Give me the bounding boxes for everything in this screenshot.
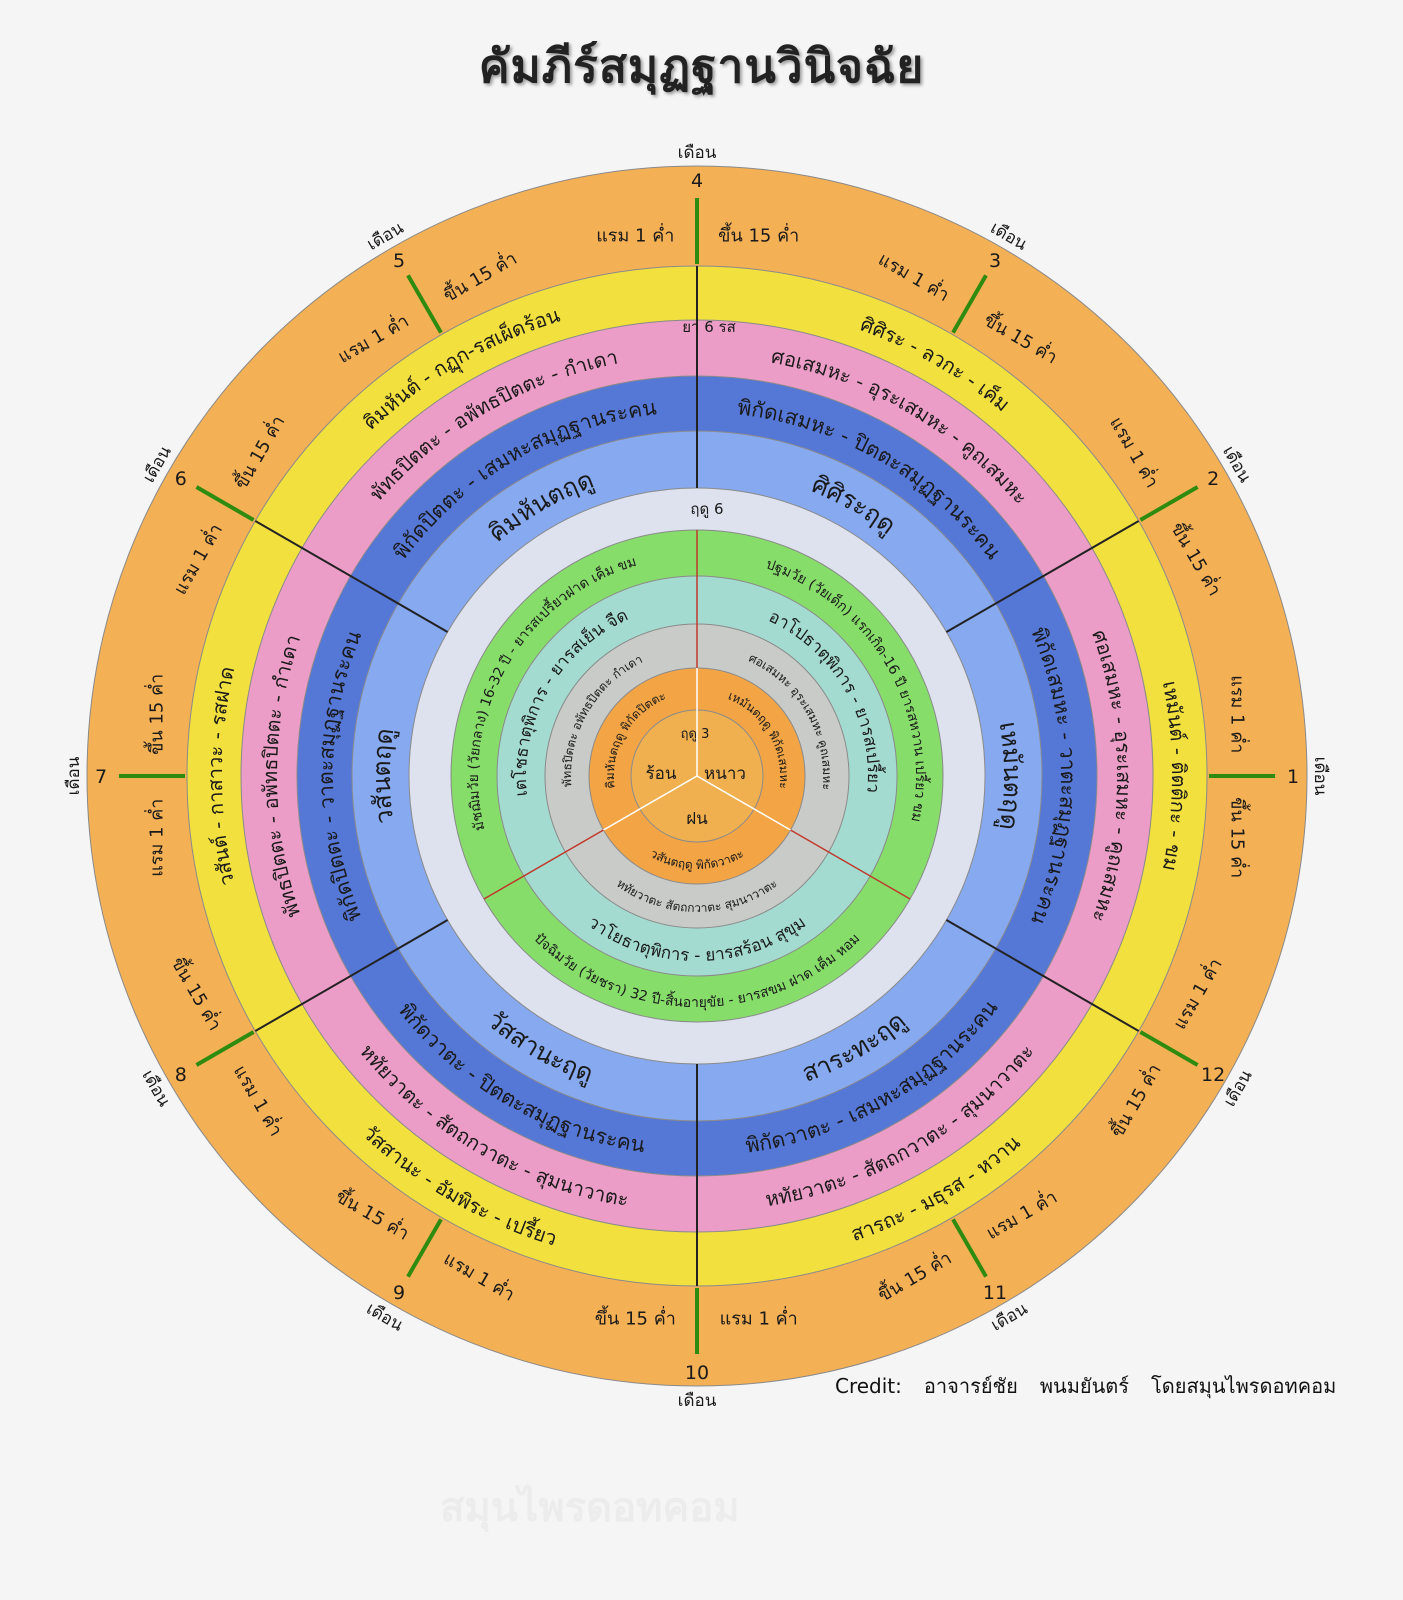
month-tick — [951, 274, 988, 334]
credit-surname: พนมยันตร์ — [1039, 1374, 1130, 1398]
month-number: 3 — [989, 250, 1001, 272]
month-wane-label: แรม 1 ค่ำ — [144, 799, 168, 877]
six-sector-divider — [945, 919, 1140, 1032]
core-divider — [696, 775, 791, 831]
three-sector-divider — [790, 829, 911, 900]
six-sector-divider — [945, 520, 1140, 633]
month-tick — [406, 1218, 443, 1278]
month-wax-label: ขึ้น 15 ค่ำ — [718, 223, 799, 247]
month-number: 12 — [1201, 1064, 1225, 1086]
month-number: 9 — [393, 1282, 405, 1304]
month-number: 1 — [1287, 766, 1299, 788]
month-tick — [406, 274, 443, 334]
season-label: วสันตฤดู — [367, 726, 401, 825]
month-wax-label: ขึ้น 15 ค่ำ — [595, 1305, 676, 1329]
month-wax-label: ขึ้น 15 ค่ำ — [1226, 797, 1250, 878]
month-number: 8 — [175, 1064, 187, 1086]
credit-line: Credit: อาจารย์ชัย พนมยันตร์ โดยสมุนไพรดอทค… — [835, 1370, 1358, 1402]
month-number: 4 — [691, 170, 703, 192]
credit-author: อาจารย์ชัย — [923, 1374, 1018, 1398]
month-tick — [1139, 1030, 1199, 1067]
three-sector-divider — [483, 829, 604, 900]
six-sector-divider — [254, 520, 449, 633]
core-season-word: หนาว — [704, 764, 746, 784]
credit-prefix: Credit: — [835, 1374, 902, 1398]
page-title: คัมภีร์สมุฏฐานวินิจฉัย — [478, 39, 925, 93]
core-season-word: ร้อน — [646, 764, 677, 784]
core-season-word: ฝน — [686, 809, 708, 829]
month-number: 10 — [685, 1362, 709, 1384]
core-divider — [603, 775, 698, 831]
month-wane-label: แรม 1 ค่ำ — [1226, 675, 1250, 753]
month-wane-label: แรม 1 ค่ำ — [596, 223, 674, 247]
month-tick — [951, 1218, 988, 1278]
month-tick — [1139, 485, 1199, 522]
month-number: 2 — [1207, 468, 1219, 490]
ring-label-yellow: ยา 6 รส — [682, 318, 736, 336]
month-word: เดือน — [678, 1391, 717, 1411]
month-number: 5 — [393, 250, 405, 272]
month-word: เดือน — [1310, 757, 1330, 796]
month-word: เดือน — [64, 756, 84, 795]
month-wane-label: แรม 1 ค่ำ — [720, 1305, 798, 1329]
core-label: ฤดู 3 — [681, 727, 710, 742]
month-tick — [195, 485, 255, 522]
watermark: สมุนไพรดอทคอม — [440, 1485, 740, 1531]
month-number: 11 — [983, 1282, 1007, 1304]
credit-source: โดยสมุนไพรดอทคอม — [1151, 1374, 1337, 1398]
month-tick — [195, 1030, 255, 1067]
sector-dividers — [254, 266, 1140, 1286]
month-number: 6 — [175, 468, 187, 490]
season-label: เหมันตฤดู — [993, 719, 1027, 832]
six-sector-divider — [254, 919, 449, 1032]
month-number: 7 — [95, 766, 107, 788]
ring-label-blue: ฤดู 6 — [690, 500, 723, 518]
month-word: เดือน — [678, 143, 717, 163]
month-wax-label: ขึ้น 15 ค่ำ — [144, 674, 168, 755]
